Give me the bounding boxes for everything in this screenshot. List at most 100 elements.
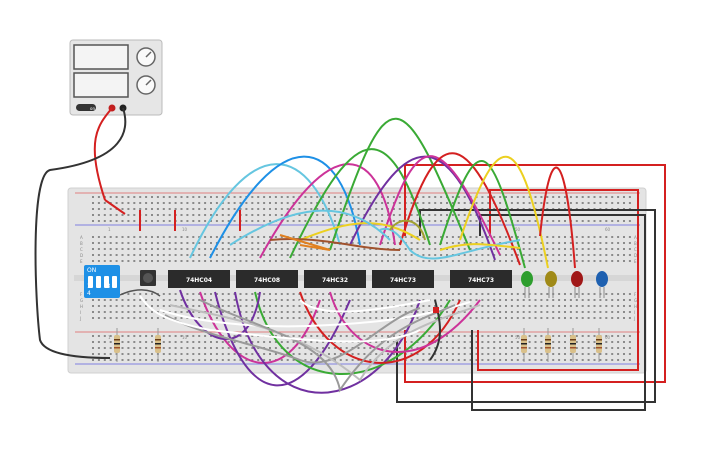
hole[interactable] xyxy=(280,214,283,216)
hole[interactable] xyxy=(215,353,218,355)
hole[interactable] xyxy=(410,317,413,319)
hole[interactable] xyxy=(180,299,183,301)
hole[interactable] xyxy=(593,347,596,349)
hole[interactable] xyxy=(269,293,271,295)
hole[interactable] xyxy=(611,305,614,307)
hole[interactable] xyxy=(127,305,130,307)
hole[interactable] xyxy=(304,260,307,262)
hole[interactable] xyxy=(505,341,507,343)
hole[interactable] xyxy=(168,202,171,204)
hole[interactable] xyxy=(522,202,525,204)
hole[interactable] xyxy=(292,208,295,210)
hole[interactable] xyxy=(328,242,330,244)
hole[interactable] xyxy=(139,208,142,210)
hole[interactable] xyxy=(97,311,100,313)
hole[interactable] xyxy=(510,293,513,295)
hole[interactable] xyxy=(463,311,466,313)
hole[interactable] xyxy=(251,242,254,244)
hole[interactable] xyxy=(162,305,165,307)
hole[interactable] xyxy=(151,347,153,349)
hole[interactable] xyxy=(569,248,572,250)
hole[interactable] xyxy=(210,359,212,361)
hole[interactable] xyxy=(569,299,572,301)
hole[interactable] xyxy=(298,293,301,295)
hole[interactable] xyxy=(162,242,165,244)
hole[interactable] xyxy=(263,220,266,222)
wire-white[interactable] xyxy=(299,299,431,313)
hole[interactable] xyxy=(428,254,431,256)
hole[interactable] xyxy=(575,311,578,313)
hole[interactable] xyxy=(204,359,207,361)
hole[interactable] xyxy=(316,196,319,198)
hole[interactable] xyxy=(516,347,519,349)
hole[interactable] xyxy=(552,311,555,313)
hole[interactable] xyxy=(617,347,620,349)
hole[interactable] xyxy=(428,305,431,307)
hole[interactable] xyxy=(628,347,631,349)
hole[interactable] xyxy=(239,242,242,244)
hole[interactable] xyxy=(381,202,384,204)
hole[interactable] xyxy=(127,254,130,256)
hole[interactable] xyxy=(410,353,413,355)
hole[interactable] xyxy=(505,293,507,295)
hole[interactable] xyxy=(446,254,448,256)
hole[interactable] xyxy=(558,353,561,355)
hole[interactable] xyxy=(245,335,248,337)
hole[interactable] xyxy=(304,317,307,319)
hole[interactable] xyxy=(558,341,561,343)
hole[interactable] xyxy=(463,299,466,301)
hole[interactable] xyxy=(204,317,207,319)
hole[interactable] xyxy=(168,220,171,222)
hole[interactable] xyxy=(257,202,260,204)
hole[interactable] xyxy=(387,335,389,337)
hole[interactable] xyxy=(351,254,354,256)
hole[interactable] xyxy=(156,317,159,319)
hole[interactable] xyxy=(298,214,301,216)
hole[interactable] xyxy=(475,260,478,262)
hole[interactable] xyxy=(398,299,401,301)
hole[interactable] xyxy=(145,305,148,307)
hole[interactable] xyxy=(481,317,484,319)
hole[interactable] xyxy=(617,293,620,295)
hole[interactable] xyxy=(552,299,555,301)
hole[interactable] xyxy=(345,359,348,361)
hole[interactable] xyxy=(623,299,625,301)
hole[interactable] xyxy=(457,341,460,343)
hole[interactable] xyxy=(422,248,425,250)
hole[interactable] xyxy=(127,293,130,295)
hole[interactable] xyxy=(103,254,106,256)
hole[interactable] xyxy=(215,347,218,349)
hole[interactable] xyxy=(97,208,100,210)
hole[interactable] xyxy=(628,196,631,198)
hole[interactable] xyxy=(322,299,325,301)
hole[interactable] xyxy=(363,254,366,256)
hole[interactable] xyxy=(599,236,602,238)
hole[interactable] xyxy=(357,254,360,256)
hole[interactable] xyxy=(121,353,124,355)
hole[interactable] xyxy=(115,311,118,313)
hole[interactable] xyxy=(251,248,254,250)
hole[interactable] xyxy=(280,293,283,295)
hole[interactable] xyxy=(133,254,136,256)
hole[interactable] xyxy=(257,248,260,250)
hole[interactable] xyxy=(381,293,384,295)
hole[interactable] xyxy=(221,260,224,262)
hole[interactable] xyxy=(97,236,100,238)
hole[interactable] xyxy=(599,305,602,307)
hole[interactable] xyxy=(369,260,372,262)
hole[interactable] xyxy=(198,341,201,343)
hole[interactable] xyxy=(221,353,224,355)
hole[interactable] xyxy=(151,341,153,343)
hole[interactable] xyxy=(103,236,106,238)
hole[interactable] xyxy=(375,220,378,222)
hole[interactable] xyxy=(451,196,454,198)
hole[interactable] xyxy=(109,242,112,244)
hole[interactable] xyxy=(605,317,608,319)
wire-gray[interactable] xyxy=(119,289,161,297)
hole[interactable] xyxy=(227,359,230,361)
hole[interactable] xyxy=(269,299,271,301)
hole[interactable] xyxy=(239,260,242,262)
hole[interactable] xyxy=(581,260,584,262)
hole[interactable] xyxy=(151,220,153,222)
